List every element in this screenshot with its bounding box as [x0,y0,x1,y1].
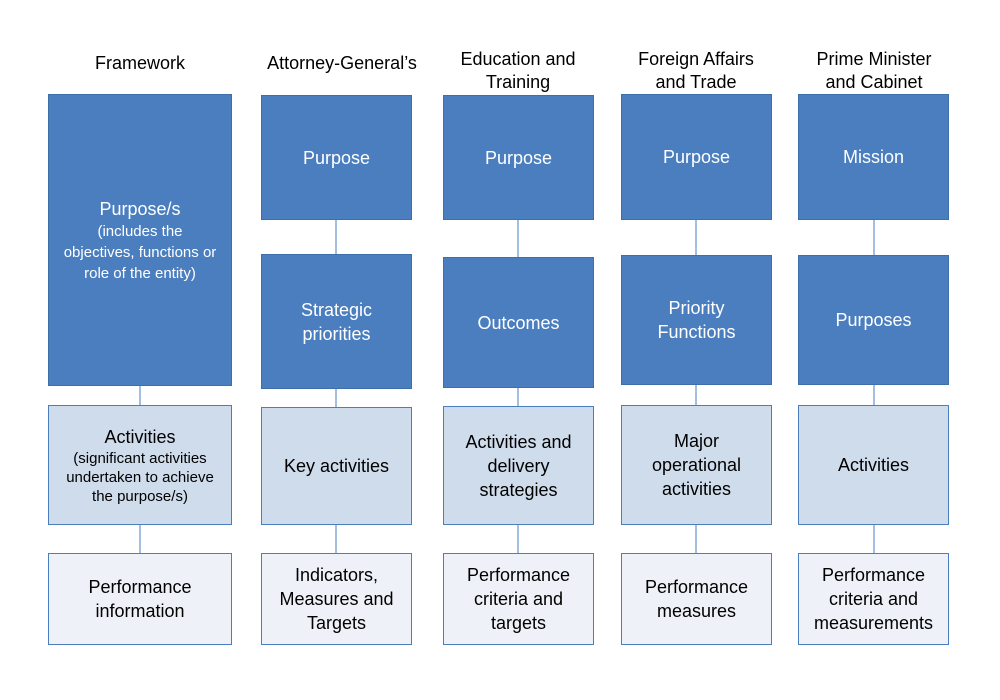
framework-purpose-description: (includes the objectives, functions or r… [63,222,217,282]
edu-purpose-box: Purpose [443,95,594,220]
dfat-performance-box: Performance measures [621,553,772,645]
edu-outcomes-box: Outcomes [443,257,594,388]
column-header-attorney-general: Attorney-General’s [267,53,417,73]
pmc-performance-box: Performance criteria and measurements [798,553,949,645]
ag-indicators-box: Indicators, Measures and Targets [261,553,412,645]
framework-purpose-label: Purpose/s [99,198,181,219]
dfat-purpose-box: Purpose [621,94,772,220]
framework-activities-box: Activities (significant activities under… [48,405,232,525]
column-header-foreign-affairs-trade: Foreign Affairs and Trade [638,49,754,92]
ag-strategic-priorities-box: Strategic priorities [261,254,412,389]
framework-purpose-box: Purpose/s (includes the objectives, func… [48,94,232,386]
edu-activities-box: Activities and delivery strategies [443,406,594,525]
column-header-prime-minister-cabinet: Prime Minister and Cabinet [816,49,932,92]
dfat-priority-functions-box: Priority Functions [621,255,772,385]
pmc-purposes-box: Purposes [798,255,949,385]
column-header-framework: Framework [94,53,185,73]
framework-performance-box: Performance information [48,553,232,645]
dfat-activities-box: Major operational activities [621,405,772,525]
framework-activities-label: Activities [104,426,176,447]
ag-purpose-box: Purpose [261,95,412,220]
ag-key-activities-box: Key activities [261,407,412,525]
pmc-mission-box: Mission [798,94,949,220]
edu-performance-box: Performance criteria and targets [443,553,594,645]
pmc-activities-box: Activities [798,405,949,525]
framework-activities-description: (significant activities undertaken to ac… [66,449,214,505]
column-header-education-training: Education and Training [460,49,576,92]
